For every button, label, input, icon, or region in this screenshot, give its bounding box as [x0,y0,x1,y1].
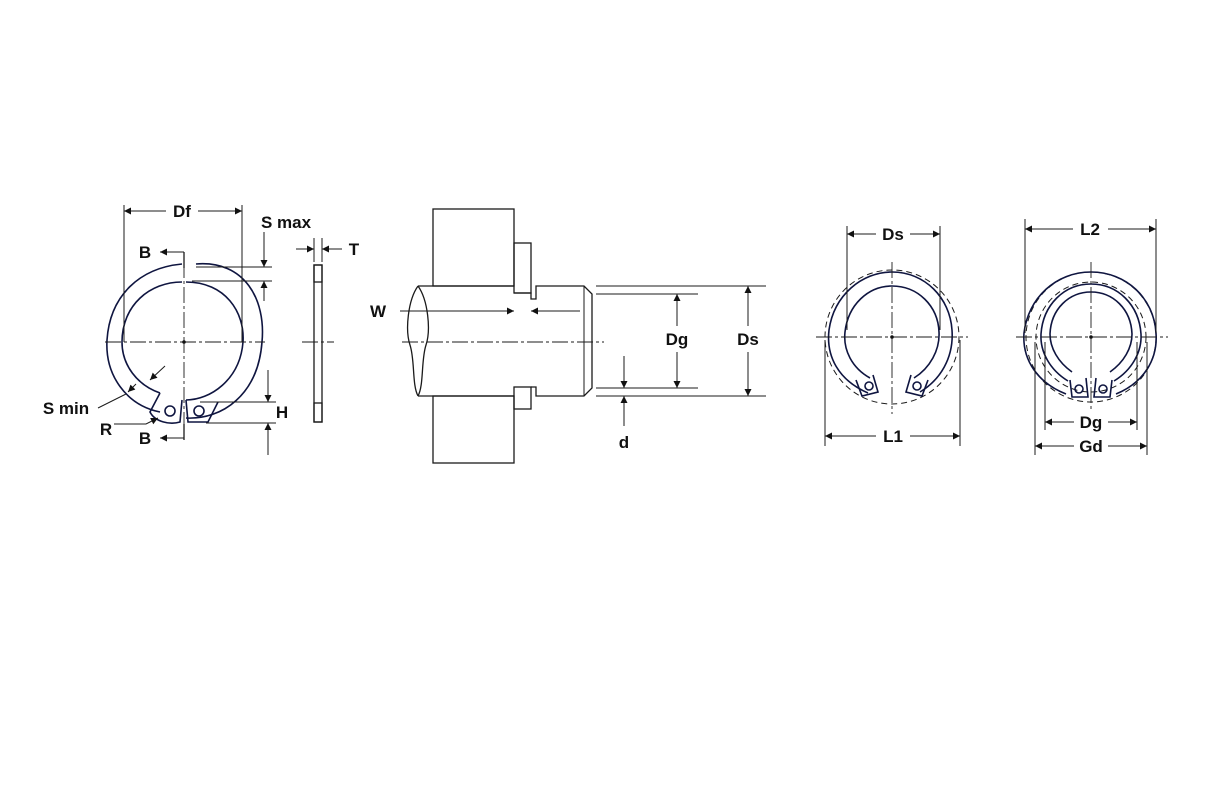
ring-section-view: T [296,238,360,423]
l1-label: L1 [883,427,903,446]
l1-lug-left [855,374,880,397]
d-label: d [619,433,629,452]
l2-label: L2 [1080,220,1100,239]
installed-ring-lower [513,386,532,410]
ring-installed-view-l1: Ds L1 [816,225,968,446]
section-b-top-label: B [139,243,151,262]
lug-hole-right [193,405,205,417]
housing-lower [432,395,515,464]
lug-left [149,392,183,424]
l1-lug-right [904,374,929,397]
s-min-label: S min [43,399,89,418]
lug-right [185,399,219,423]
shaft-end-with-groove [514,285,593,397]
t-label: T [349,240,360,259]
section-b-bottom-label: B [139,429,151,448]
l2-lug-hole-left [1074,384,1084,394]
r-label: R [100,420,112,439]
h-label: H [276,403,288,422]
r-leader [114,417,159,425]
ring-section-hatch-bottom [313,402,323,423]
df-label: Df [173,202,191,221]
installed-ring-upper [513,242,532,294]
s-min-leader [97,393,127,409]
l1-lug-hole-left [864,381,874,391]
ds-view-label: Ds [882,225,904,244]
w-label: W [370,302,387,321]
l2-lug-right [1093,377,1113,398]
l2-lug-hole-right [1098,384,1108,394]
housing-upper [432,208,515,287]
l2-ring-outer [1023,271,1157,395]
installation-section-view: W Dg Ds d [370,208,766,464]
shaft-break-right [417,285,429,397]
dg-section-label: Dg [666,330,689,349]
s-min-arrow-outer [127,383,137,393]
l2-center-point [1089,335,1093,339]
center-point [182,340,186,344]
s-min-arrow-inner [149,365,166,381]
shaft-break-left [407,285,419,397]
dg-view-label: Dg [1080,413,1103,432]
s-max-label: S max [261,213,312,232]
lug-hole-left [164,405,176,417]
free-ring-view: Df B B S max H S min R [43,202,312,455]
l1-ring-inner [843,285,940,379]
ring-section-profile [313,264,323,423]
ds-section-label: Ds [737,330,759,349]
l2-lug-left [1069,377,1089,398]
ring-section-hatch-top [313,264,323,283]
ring-installed-view-l2: L2 Dg Gd [1016,219,1168,456]
l1-lug-hole-right [912,381,922,391]
l1-center-point [890,335,894,339]
gd-label: Gd [1079,437,1103,456]
